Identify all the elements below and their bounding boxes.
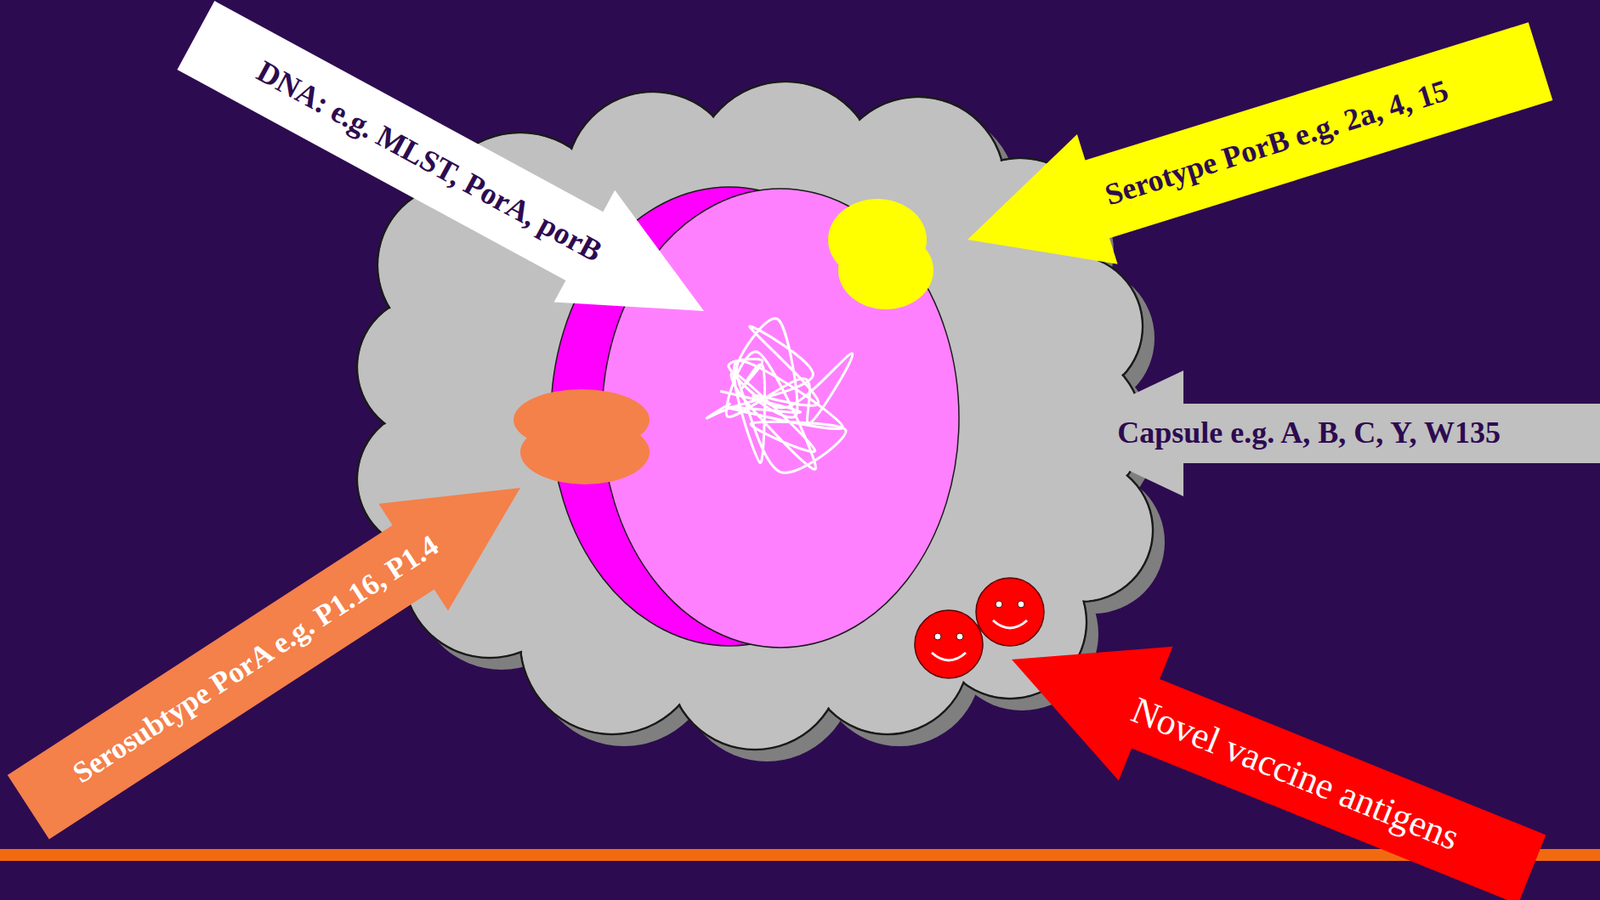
serotype-arrow-body — [947, 0, 1561, 305]
callout-text: Serosubtype PorA e.g. P1.16, P1.4 — [67, 529, 444, 789]
antigen-smile — [931, 652, 966, 661]
antigen-eye — [995, 601, 1003, 608]
callout-text: Novel vaccine antigens — [1126, 691, 1465, 859]
callout-text: DNA: e.g. MLST, PorA, porB — [251, 55, 608, 268]
antigen-smiley — [914, 610, 983, 679]
vaccine-arrow: Novel vaccine antigens — [984, 592, 1560, 900]
antigen-smile — [992, 620, 1027, 629]
dna-scribble — [706, 318, 853, 473]
antigen-face — [975, 578, 1044, 647]
capsule-arrow-body — [1050, 370, 1600, 497]
serosubtype-arrow: Serosubtype PorA e.g. P1.16, P1.4 — [0, 434, 556, 862]
pora-protein — [520, 419, 650, 485]
callout-text: Capsule e.g. A, B, C, Y, W135 — [1117, 417, 1501, 450]
porb-protein — [828, 198, 934, 310]
antigen-eye — [934, 633, 942, 641]
antigen-eye — [956, 633, 964, 641]
serosubtype-arrow-body — [0, 434, 556, 862]
porb-protein — [838, 231, 934, 310]
vaccine-arrow-body — [984, 592, 1560, 900]
dna-arrow: DNA: e.g. MLST, PorA, porB — [165, 0, 735, 368]
pora-protein — [513, 389, 650, 485]
antigen-eye — [1017, 601, 1025, 608]
dna-arrow-body — [165, 0, 735, 368]
serotype-arrow: Serotype PorB e.g. 2a, 4, 15 — [947, 0, 1561, 305]
footer-rule — [0, 849, 1600, 862]
capsule-arrow: Capsule e.g. A, B, C, Y, W135 — [1050, 370, 1600, 497]
antigen-face — [914, 610, 983, 679]
antigen-smiley — [975, 578, 1044, 647]
